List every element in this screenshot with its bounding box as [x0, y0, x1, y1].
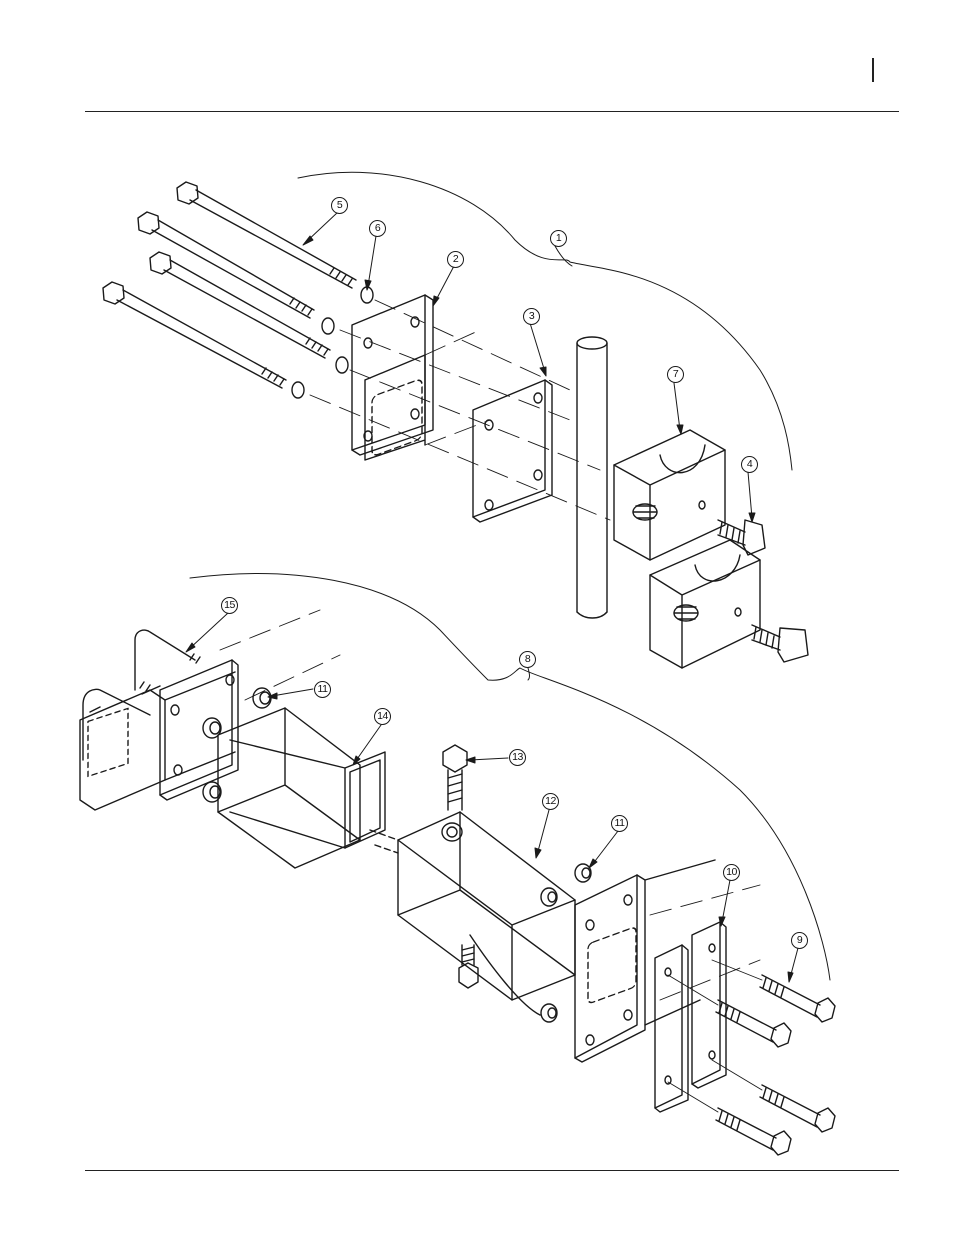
flange-nut-part — [575, 864, 591, 882]
break-line-lower — [190, 574, 830, 980]
vertical-post — [577, 337, 607, 618]
flange-nut-part — [541, 888, 557, 906]
tube-plate — [160, 660, 238, 800]
lock-washer — [336, 357, 348, 373]
lock-washer — [292, 382, 304, 398]
saddle-clamp-part — [650, 540, 760, 668]
clamp-plate-part — [655, 945, 688, 1112]
long-bolt — [177, 182, 356, 288]
cap-screw-part — [459, 945, 478, 988]
flange-nut-part — [253, 688, 271, 708]
rear-plate-part — [473, 380, 552, 522]
tube-stub — [80, 610, 340, 810]
end-plate — [575, 860, 760, 1062]
lower-assembly — [80, 574, 835, 1155]
square-tube-part — [218, 708, 385, 868]
hex-bolt-part — [668, 1082, 791, 1155]
cap-screw-part — [442, 745, 467, 841]
hex-bolt-part — [668, 975, 791, 1047]
front-plate-part — [352, 295, 490, 460]
long-bolt — [103, 282, 286, 388]
lock-washer — [322, 318, 334, 334]
upper-assembly — [103, 172, 808, 668]
long-bolt-group — [103, 182, 356, 388]
hex-bolt-part — [712, 1060, 835, 1132]
flange-nut-part — [541, 1004, 557, 1022]
u-bolt-group — [83, 630, 200, 760]
long-bolt — [138, 212, 314, 318]
callout-group — [186, 212, 798, 982]
hex-bolt-part — [712, 960, 835, 1022]
saddle-clamp-part — [614, 430, 725, 560]
